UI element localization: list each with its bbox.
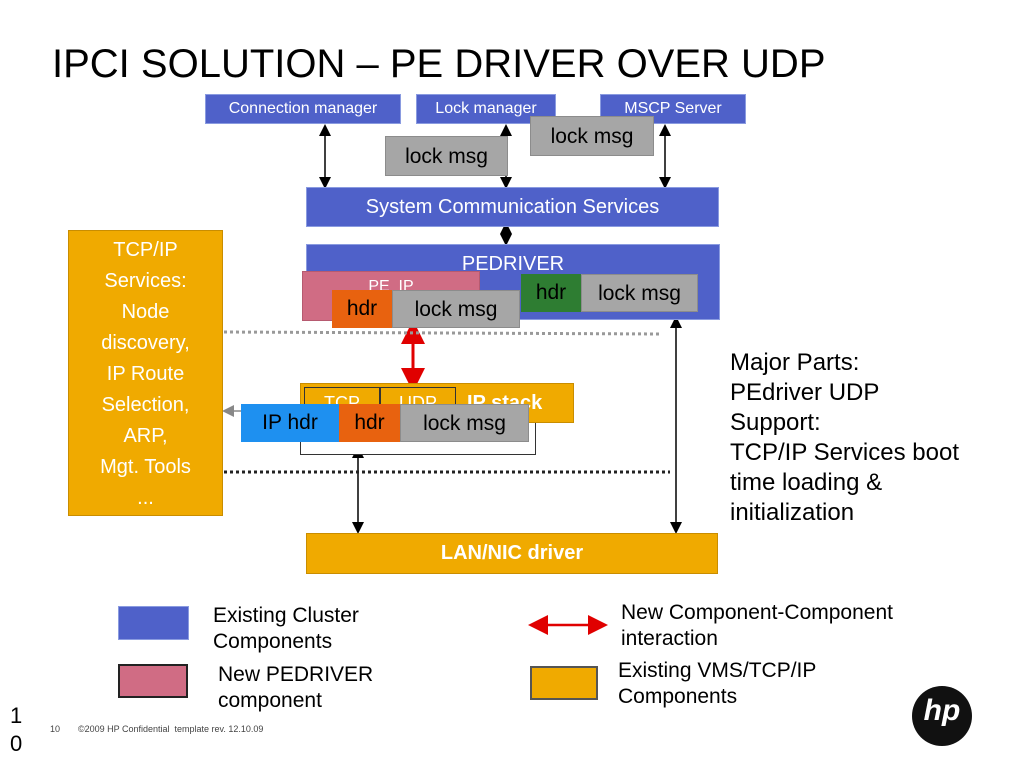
ip-hdr-box: IP hdr	[241, 404, 339, 442]
lan-nic-driver-box: LAN/NIC driver	[306, 533, 718, 574]
major-parts-line-2: PEdriver UDP	[730, 379, 880, 406]
services-line-3: Node	[121, 301, 170, 323]
major-parts-text: Major Parts: PEdriver UDP Support: TCP/I…	[730, 348, 959, 528]
side-slide-number: 1 0	[10, 702, 22, 758]
lock-msg-top-right: lock msg	[530, 116, 654, 156]
legend-new-pedriver-line-1: New PEDRIVER	[218, 663, 374, 686]
legend-existing-vms-line-1: Existing VMS/TCP/IP	[618, 659, 817, 682]
scs-box: System Communication Services	[306, 187, 719, 227]
services-line-1: TCP/IP	[113, 239, 178, 261]
side-slide-number-1: 1	[10, 703, 23, 728]
connection-manager-box: Connection manager	[205, 94, 401, 124]
services-line-2: Services:	[104, 270, 187, 292]
services-line-9: ...	[137, 487, 154, 509]
major-parts-line-3: Support:	[730, 409, 821, 436]
footer-copyright: ©2009 HP Confidential template rev. 12.1…	[78, 724, 264, 734]
side-slide-number-2: 0	[10, 731, 23, 756]
legend-blue-swatch	[118, 606, 189, 640]
legend-new-interaction-line-1: New Component-Component	[621, 601, 893, 624]
major-parts-line-6: initialization	[730, 499, 855, 526]
major-parts-line-5: time loading &	[730, 469, 883, 496]
major-parts-line-1: Major Parts:	[730, 349, 860, 376]
major-parts-line-4: TCP/IP Services boot	[730, 439, 959, 466]
footer-slide-number: 10	[50, 724, 61, 734]
legend-existing-cluster-line-1: Existing Cluster	[213, 604, 359, 627]
legend-pink-swatch	[118, 664, 188, 698]
page-title: IPCI SOLUTION – PE DRIVER OVER UDP	[52, 42, 826, 86]
services-line-8: Mgt. Tools	[100, 456, 191, 478]
services-line-6: Selection,	[101, 394, 190, 416]
hdr-pedriver: hdr	[521, 274, 581, 312]
lock-msg-pe-ip: lock msg	[392, 290, 520, 328]
legend-new-pedriver-line-2: component	[218, 689, 322, 712]
services-line-5: IP Route	[106, 363, 185, 385]
lock-msg-ip-stack: lock msg	[400, 404, 529, 442]
legend-existing-vms-line-2: Components	[618, 685, 738, 708]
services-line-7: ARP,	[123, 425, 168, 447]
pedriver-label: PEDRIVER	[461, 253, 565, 275]
lock-msg-top-left: lock msg	[385, 136, 508, 176]
lock-msg-pedriver: lock msg	[581, 274, 698, 312]
hp-logo: hp	[912, 686, 972, 746]
tcpip-services-box: TCP/IP Services: Node discovery, IP Rout…	[68, 230, 223, 516]
legend-new-interaction-line-2: interaction	[621, 627, 718, 650]
hp-logo-text: hp	[923, 694, 961, 727]
legend-existing-cluster: Existing Cluster Components	[213, 603, 359, 655]
gray-dotted-line	[223, 330, 661, 336]
hdr-ip-stack: hdr	[339, 404, 400, 442]
legend-new-interaction: New Component-Component interaction	[621, 600, 893, 652]
hdr-pe-ip: hdr	[332, 290, 392, 328]
legend-new-pedriver: New PEDRIVER component	[218, 662, 373, 714]
legend-existing-vms: Existing VMS/TCP/IP Components	[618, 658, 816, 710]
services-line-4: discovery,	[101, 332, 190, 354]
legend-existing-cluster-line-2: Components	[213, 630, 333, 653]
legend-yellow-swatch	[530, 666, 598, 700]
